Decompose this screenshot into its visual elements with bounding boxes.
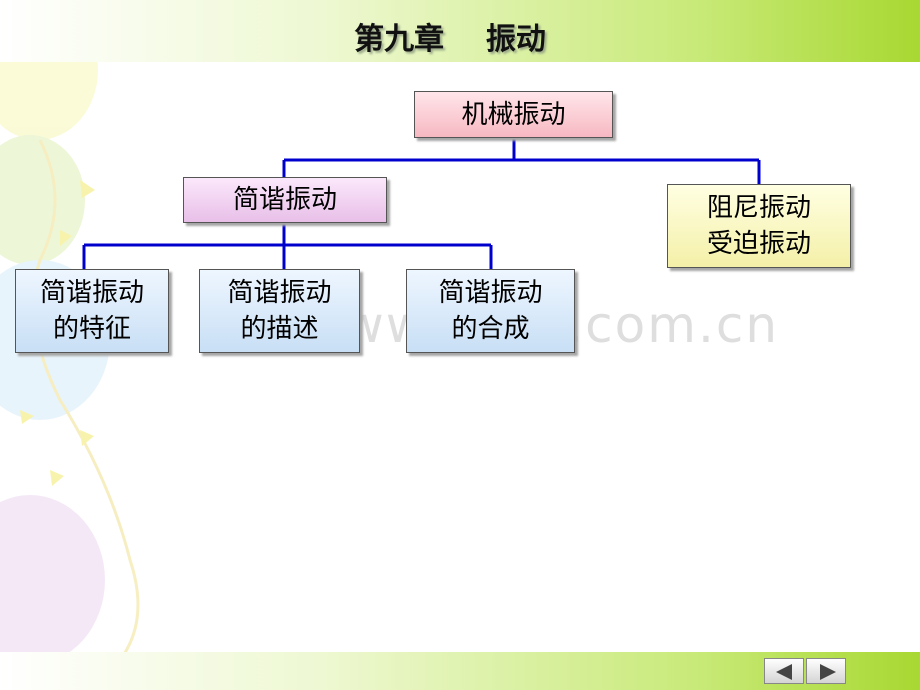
node-label: 简谐振动: [232, 185, 337, 215]
node-label-line1: 阻尼振动: [706, 193, 811, 223]
node-leaf-features: 简谐振动 的特征: [15, 269, 169, 353]
confetti-4: [20, 410, 34, 424]
balloon-string: [31, 139, 140, 661]
node-label-line2: 的合成: [451, 314, 530, 344]
triangle-right-icon: [820, 664, 836, 680]
node-simple-harmonic: 简谐振动: [183, 177, 387, 223]
node-mechanical-vibration: 机械振动: [414, 91, 613, 138]
prev-button[interactable]: [764, 658, 804, 684]
confetti-6: [50, 470, 64, 486]
next-button[interactable]: [806, 658, 846, 684]
confetti-2: [60, 230, 72, 246]
node-leaf-description: 简谐振动 的描述: [199, 269, 360, 353]
triangle-left-icon: [776, 664, 792, 680]
node-label-line1: 简谐振动: [227, 278, 332, 308]
confetti-5: [80, 430, 94, 446]
node-leaf-composition: 简谐振动 的合成: [406, 269, 575, 353]
node-label: 机械振动: [461, 99, 566, 130]
node-label-line2: 受迫振动: [706, 229, 811, 259]
page-title: 第九章 振动: [354, 22, 546, 57]
node-label-line1: 简谐振动: [39, 278, 144, 308]
node-damped-forced: 阻尼振动 受迫振动: [667, 184, 851, 268]
node-label-line1: 简谐振动: [438, 278, 543, 308]
node-label-line2: 的描述: [240, 314, 319, 344]
balloon-purple: [0, 495, 105, 665]
confetti-1: [80, 180, 95, 198]
header-bar: [0, 0, 920, 62]
node-label-line2: 的特征: [52, 314, 131, 344]
